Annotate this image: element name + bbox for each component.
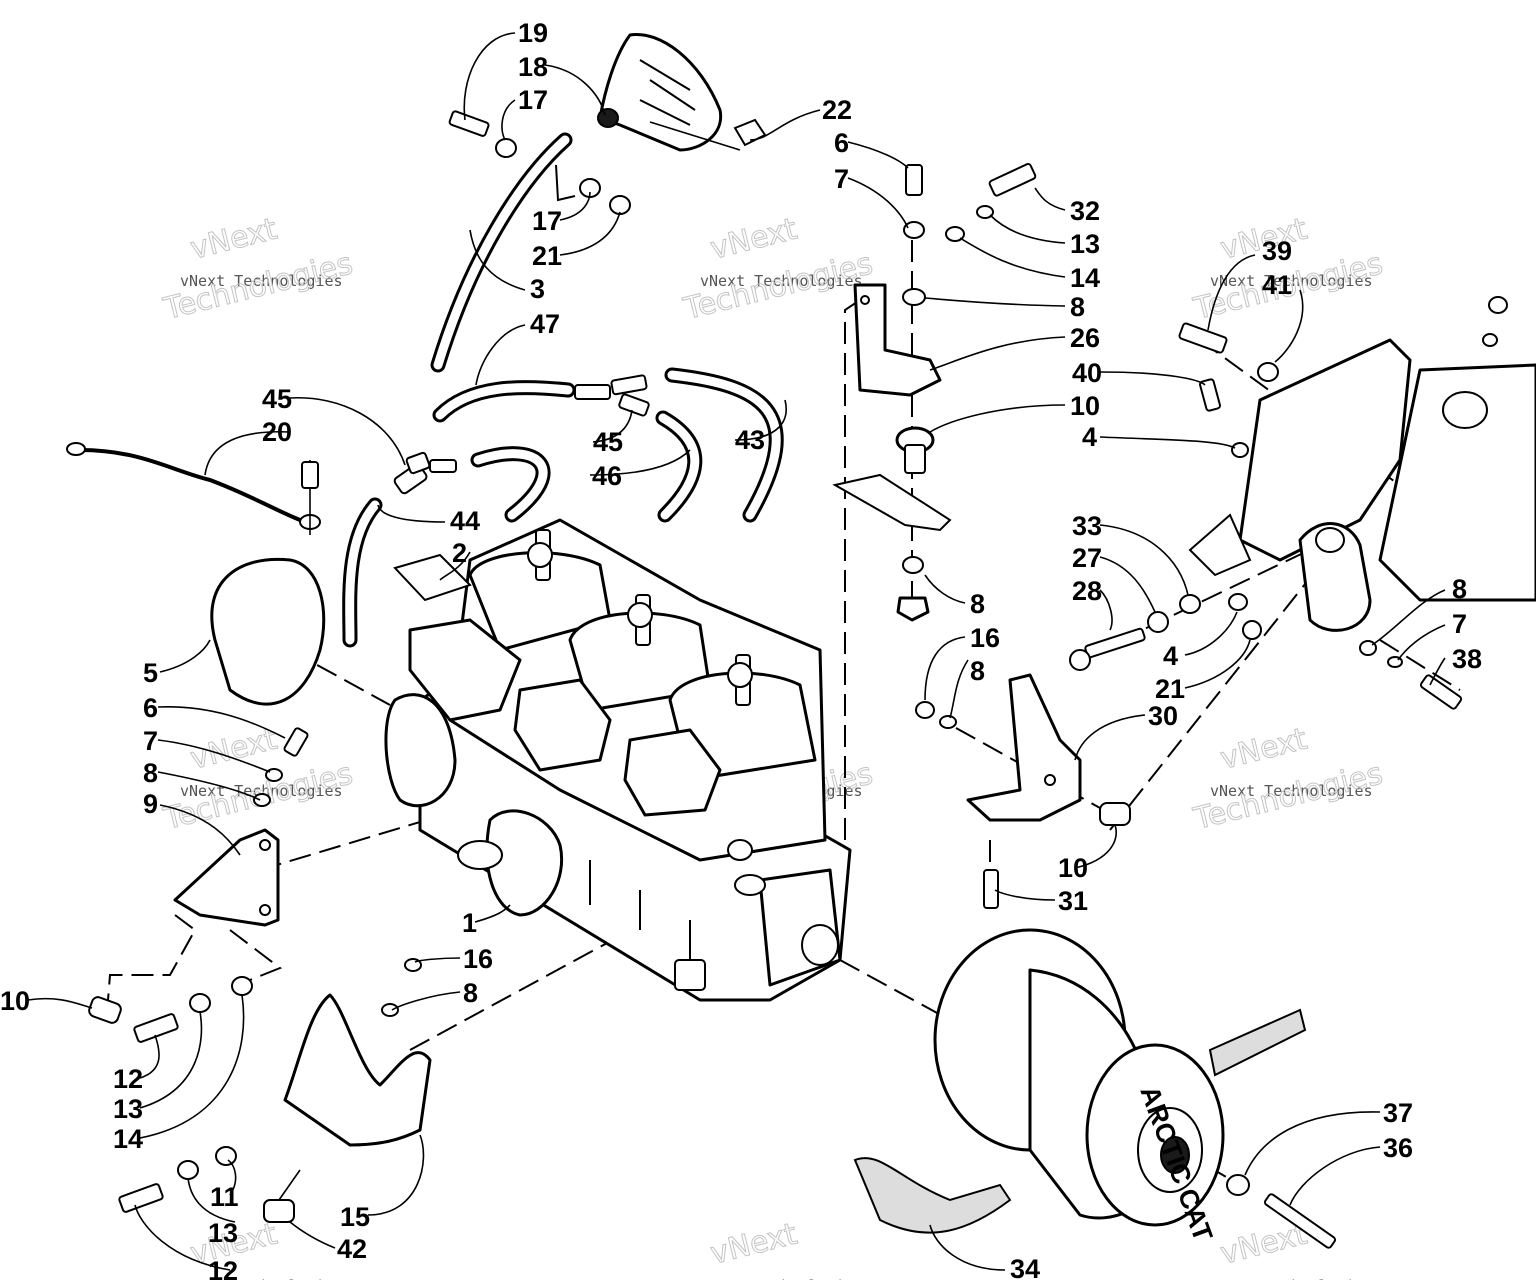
callout-13: 13 (113, 1094, 143, 1124)
callout-45: 45 (593, 427, 623, 457)
callout-26: 26 (1070, 323, 1100, 353)
callout-8: 8 (970, 589, 985, 619)
watermark-brand: vNext (707, 1217, 801, 1272)
bracket-26 (832, 163, 1037, 622)
leader-lines (27, 32, 1446, 1271)
callout-6: 6 (834, 128, 849, 158)
callout-14: 14 (1070, 263, 1100, 293)
callout-47: 47 (530, 309, 560, 339)
bracket-30 (915, 673, 1131, 909)
drive-clutch: ARCTIC CAT (853, 928, 1337, 1249)
callout-8: 8 (463, 978, 478, 1008)
callout-36: 36 (1383, 1133, 1413, 1163)
callout-46: 46 (592, 461, 622, 491)
callout-42: 42 (337, 1234, 367, 1264)
callout-17: 17 (532, 206, 562, 236)
callout-13: 13 (208, 1218, 238, 1248)
callout-44: 44 (450, 506, 480, 536)
watermark-text: vNext Technologies (700, 1277, 863, 1280)
watermark-brand: vNext (187, 212, 281, 267)
callout-30: 30 (1148, 701, 1178, 731)
rear-mount-bracket (1178, 296, 1536, 632)
callout-4: 4 (1163, 641, 1178, 671)
callout-28: 28 (1072, 576, 1102, 606)
watermark-text: vNext Technologies (1210, 272, 1373, 290)
callout-5: 5 (143, 658, 158, 688)
callout-16: 16 (463, 944, 493, 974)
callout-19: 19 (518, 18, 548, 48)
callout-31: 31 (1058, 886, 1088, 916)
callout-2: 2 (452, 538, 467, 568)
callout-17: 17 (518, 85, 548, 115)
callout-11: 11 (210, 1182, 239, 1212)
callout-8: 8 (1452, 574, 1467, 604)
watermark-text: vNext Technologies (700, 272, 863, 290)
watermark-text: vNext Technologies (180, 272, 343, 290)
callout-14: 14 (113, 1124, 143, 1154)
callout-10: 10 (1058, 853, 1088, 883)
callout-38: 38 (1452, 644, 1482, 674)
callout-13: 13 (1070, 229, 1100, 259)
callout-8: 8 (970, 656, 985, 686)
watermark-text: Technologies (160, 246, 356, 327)
watermark-text: Technologies (680, 246, 876, 327)
callout-3: 3 (530, 274, 545, 304)
callout-43: 43 (735, 425, 765, 455)
callout-9: 9 (143, 789, 158, 819)
watermark-text: vNext Technologies (1210, 782, 1373, 800)
mount-bracket-18 (597, 32, 767, 152)
callout-39: 39 (1262, 236, 1292, 266)
callout-4: 4 (1082, 422, 1097, 452)
fasteners-right (1069, 593, 1463, 710)
callout-1: 1 (462, 908, 477, 938)
lower-bracket-15 (118, 958, 432, 1223)
watermark-brand: vNext (707, 212, 801, 267)
watermark-text: Technologies (1190, 756, 1386, 837)
callout-8: 8 (1070, 292, 1085, 322)
callout-37: 37 (1383, 1098, 1413, 1128)
callout-12: 12 (208, 1256, 238, 1280)
callout-34: 34 (1010, 1254, 1040, 1280)
callout-21: 21 (532, 241, 562, 271)
watermark-brand: vNext (1217, 722, 1311, 777)
callout-10: 10 (1070, 391, 1100, 421)
watermark-text: vNext Technologies (1210, 1277, 1373, 1280)
callout-12: 12 (113, 1064, 143, 1094)
callout-6: 6 (143, 693, 158, 723)
callout-15: 15 (340, 1202, 370, 1232)
tee-fitting (393, 374, 650, 495)
engine-block (384, 518, 852, 1002)
callout-20: 20 (262, 417, 292, 447)
callout-27: 27 (1072, 543, 1102, 573)
hoses (66, 132, 784, 648)
callout-40: 40 (1072, 358, 1102, 388)
callout-10: 10 (0, 986, 30, 1016)
callout-22: 22 (822, 95, 852, 125)
ground-cable (79, 448, 301, 522)
callout-8: 8 (143, 758, 158, 788)
callout-labels: 19 18 17 22 17 21 3 47 45 20 45 43 46 44… (0, 18, 1482, 1280)
callout-21: 21 (1155, 674, 1185, 704)
callout-16: 16 (970, 623, 1000, 653)
callout-45: 45 (262, 384, 292, 414)
callout-7: 7 (143, 726, 158, 756)
callout-32: 32 (1070, 196, 1100, 226)
cover-5 (210, 557, 326, 706)
callout-7: 7 (834, 164, 849, 194)
callout-18: 18 (518, 52, 548, 82)
watermark-text: vNext Technologies (180, 1277, 343, 1280)
callout-7: 7 (1452, 609, 1467, 639)
callout-41: 41 (1262, 270, 1292, 300)
callout-33: 33 (1072, 511, 1102, 541)
